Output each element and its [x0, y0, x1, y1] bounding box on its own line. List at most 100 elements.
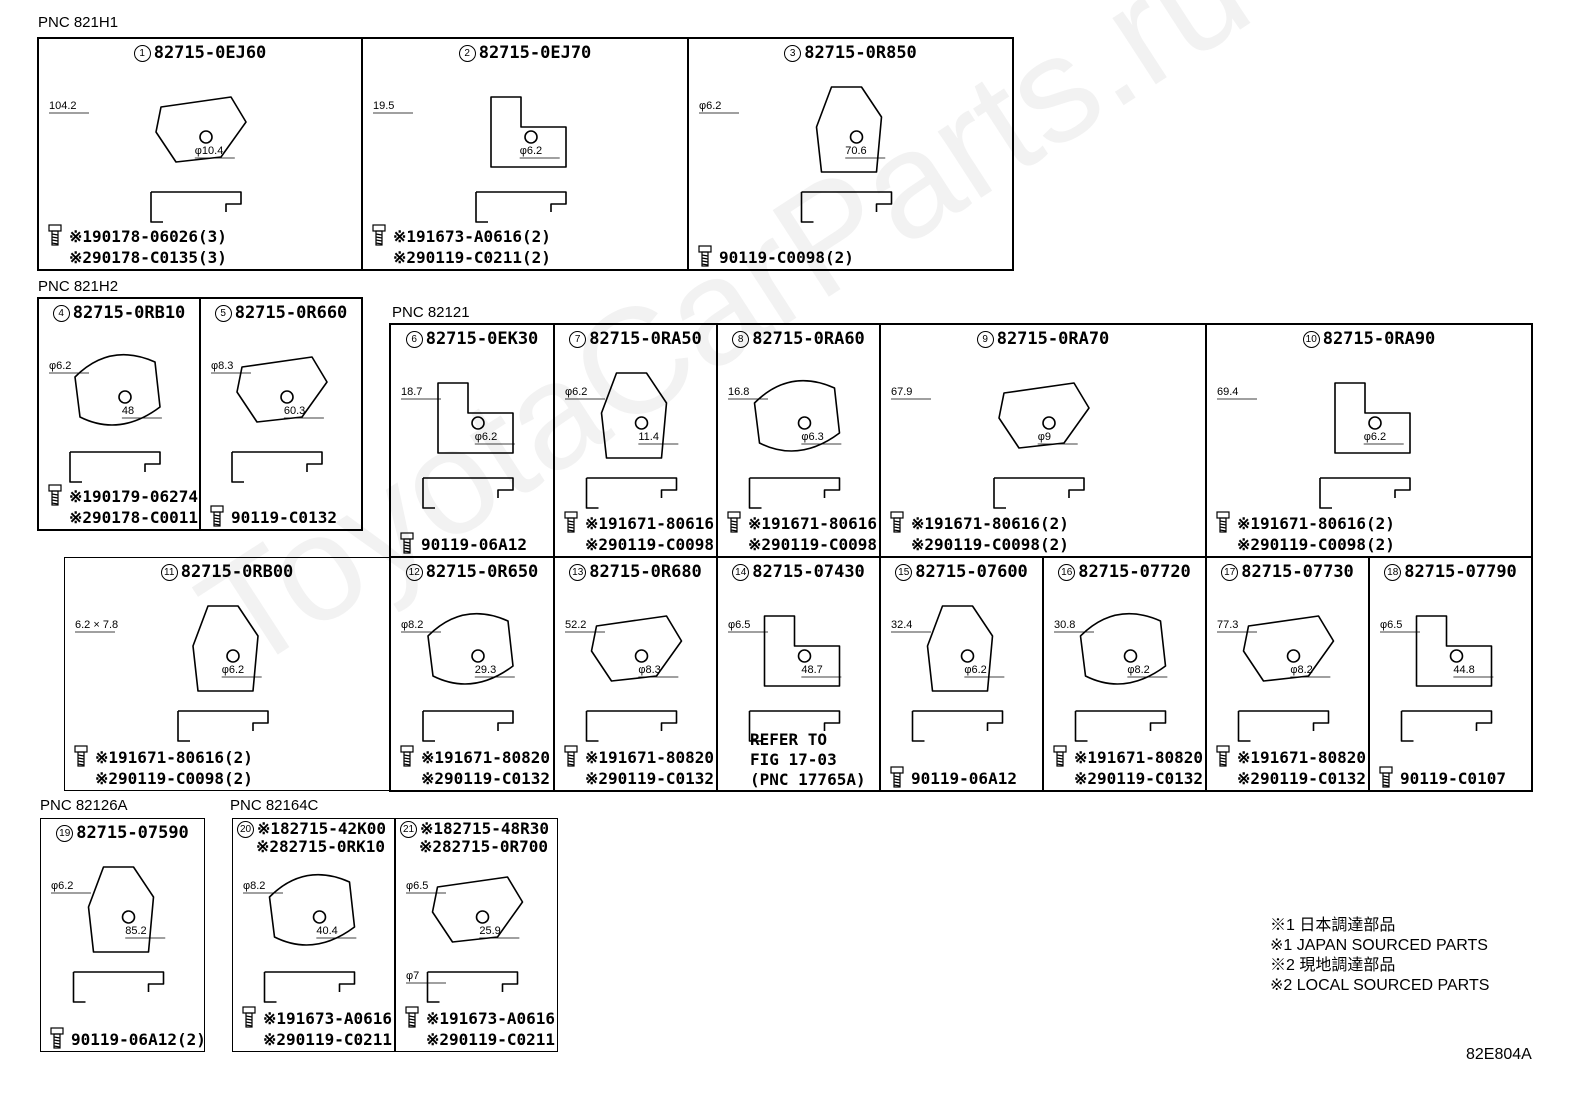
- callout-number: 13: [569, 564, 587, 581]
- fastener-part-number: ※290119-C0098(2): [911, 535, 1069, 554]
- bracket-sketch: 32.4 φ6.2: [890, 605, 1005, 788]
- bolt-icon: [242, 1006, 256, 1028]
- dimension-label: 32.4: [891, 619, 912, 631]
- callout-number: 12: [405, 564, 423, 581]
- part-number: 82715-07430: [752, 562, 865, 582]
- fastener-part-number: ※191671-80616: [748, 514, 877, 533]
- bracket-sketch: φ6.548.7: [728, 615, 842, 742]
- dimension-label: 44.8: [1453, 664, 1474, 676]
- bolt-icon: [1216, 745, 1230, 767]
- reference-note: REFER TO: [750, 730, 828, 749]
- bolt-icon: [50, 1027, 64, 1049]
- fastener-part-number: 90119-C0132: [231, 508, 337, 527]
- bracket-drawing: [911, 605, 1004, 742]
- part-number: 82715-0R680: [589, 562, 702, 582]
- reference-note: FIG 17-03: [750, 750, 837, 769]
- bolt-icon: [890, 511, 904, 533]
- dimension-label: 19.5: [373, 100, 394, 112]
- bracket-sketch: φ6.270.6: [698, 86, 893, 267]
- bracket-drawing: [475, 96, 567, 223]
- bracket-drawing: [585, 615, 683, 742]
- fastener-part-number: ※191671-80820: [1237, 748, 1366, 767]
- dimension-label: 30.8: [1054, 619, 1075, 631]
- bracket-drawing: [800, 86, 893, 223]
- dimension-label: φ6.2: [964, 664, 986, 676]
- bracket-sketch: φ6.285.2: [50, 866, 166, 1049]
- fastener-part-number: ※191671-80616: [585, 514, 714, 533]
- pnc-label: PNC 821H2: [38, 278, 119, 295]
- callout-number: 7: [569, 331, 587, 348]
- dimension-label: φ6.5: [406, 880, 428, 892]
- bolt-icon: [890, 766, 904, 788]
- bolt-icon: [405, 1006, 419, 1028]
- dimension-label: 70.6: [845, 145, 866, 157]
- bolt-icon: [727, 511, 741, 533]
- callout-number: 5: [214, 305, 232, 322]
- dimension-label: φ6.5: [1380, 619, 1402, 631]
- part-number: 82715-07720: [1078, 562, 1191, 582]
- fastener-part-number: 90119-C0107: [1400, 769, 1506, 788]
- fastener-part-number: ※290119-C0211(2): [393, 248, 551, 267]
- callout-number: 11: [160, 564, 178, 581]
- bracket-drawing: [748, 615, 841, 742]
- dimension-label: φ6.2: [520, 145, 542, 157]
- dimension-label: 77.3: [1217, 619, 1238, 631]
- bracket-drawing: [150, 96, 247, 223]
- bracket-sketch: 69.4φ6.2: [1216, 382, 1411, 533]
- dimension-label: φ6.2: [565, 386, 587, 398]
- dimension-label: 25.9: [479, 925, 500, 937]
- bolt-icon: [564, 511, 578, 533]
- dimension-label: φ8.2: [1290, 664, 1312, 676]
- dimension-label: 29.3: [475, 664, 496, 676]
- callout-number: 6: [405, 331, 423, 348]
- bolt-icon: [48, 484, 62, 506]
- bracket-sketch: φ6.525.9φ7: [405, 876, 524, 1028]
- part-number: 82715-0R850: [804, 43, 917, 63]
- bracket-drawing: [422, 613, 514, 742]
- bolt-icon: [400, 532, 414, 554]
- bolt-icon: [48, 224, 62, 246]
- drawing-code: 82E804A: [1466, 1046, 1532, 1063]
- bolt-icon: [1216, 511, 1230, 533]
- bracket-sketch: φ8.240.4: [242, 874, 357, 1028]
- fastener-part-number: ※191671-80820: [585, 748, 714, 767]
- fastener-part-number: ※290119-C0211: [263, 1030, 392, 1049]
- bracket-sketch: φ6.5 44.8: [1379, 615, 1494, 788]
- part-number-alt: ※282715-0R700: [419, 837, 548, 856]
- callout-number: 1: [133, 45, 151, 62]
- legend-line: ※1 JAPAN SOURCED PARTS: [1270, 937, 1488, 954]
- pnc-label: PNC 82121: [392, 304, 470, 321]
- fastener-part-number: 90119-06A12: [421, 535, 527, 554]
- fastener-part-number: ※191673-A0616(2): [393, 227, 551, 246]
- fastener-part-number: ※290119-C0132: [1074, 769, 1203, 788]
- bolt-icon: [210, 505, 224, 527]
